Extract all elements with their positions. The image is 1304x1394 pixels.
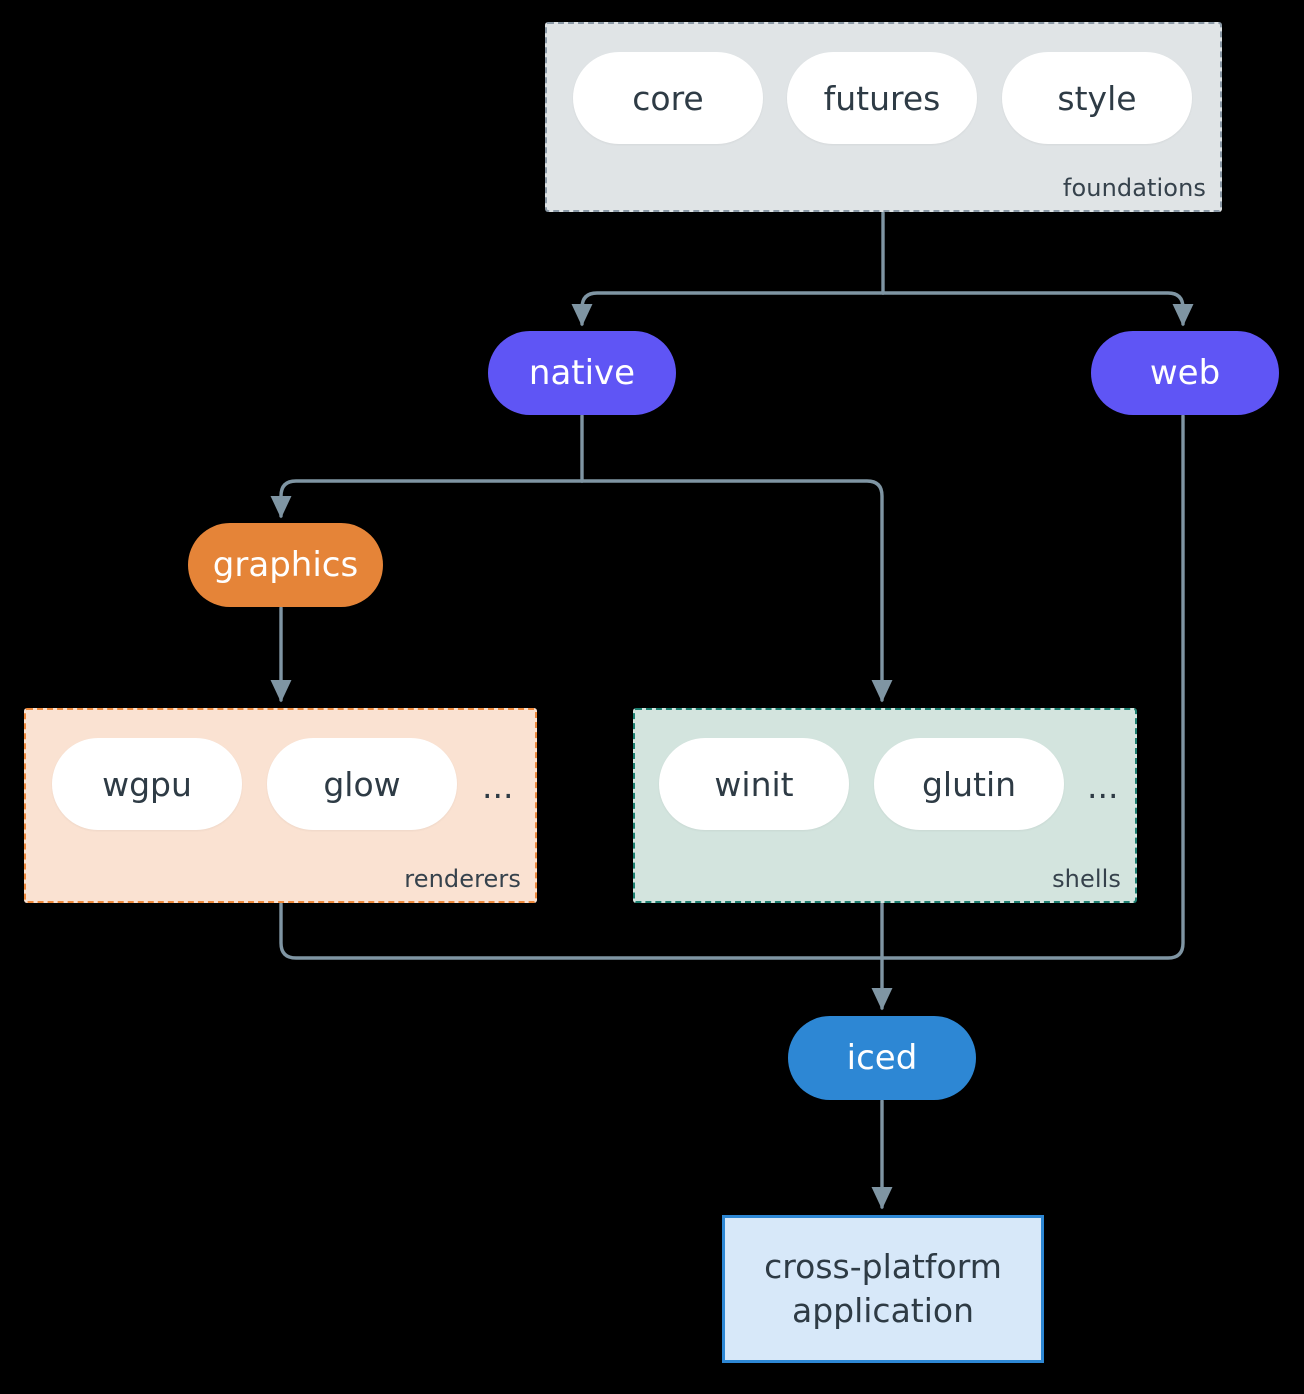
edge-renderers-to-iced xyxy=(279,902,884,960)
node-glutin-label: glutin xyxy=(921,764,1017,804)
node-native[interactable]: native xyxy=(488,331,676,415)
node-core-label: core xyxy=(632,78,704,118)
node-iced-label: iced xyxy=(846,1038,918,1078)
group-foundations-label: foundations xyxy=(1062,174,1206,202)
application-label-line2: application xyxy=(791,1291,975,1330)
group-shells-label: shells xyxy=(1052,865,1121,893)
node-iced[interactable]: iced xyxy=(788,1016,976,1100)
shells-more-ellipsis: ... xyxy=(1087,767,1119,806)
node-web-label: web xyxy=(1149,353,1221,393)
application-label-line1: cross-platform xyxy=(764,1247,1002,1287)
group-shells: winit glutin ... shells xyxy=(633,708,1137,903)
edge-foundations-to-web xyxy=(881,291,1194,327)
renderers-more-ellipsis: ... xyxy=(482,767,514,806)
node-style[interactable]: style xyxy=(1002,52,1192,144)
node-glutin[interactable]: glutin xyxy=(874,738,1064,830)
group-foundations: core futures style foundations xyxy=(545,22,1222,212)
node-cross-platform-application[interactable]: cross-platform application xyxy=(722,1215,1044,1363)
edge-native-to-shells xyxy=(580,479,893,703)
node-web[interactable]: web xyxy=(1091,331,1279,415)
node-wgpu[interactable]: wgpu xyxy=(52,738,242,830)
node-glow[interactable]: glow xyxy=(267,738,457,830)
node-wgpu-label: wgpu xyxy=(102,764,192,804)
node-native-label: native xyxy=(528,353,636,393)
group-renderers-label: renderers xyxy=(404,865,521,893)
node-graphics-label: graphics xyxy=(212,545,359,585)
node-winit-label: winit xyxy=(714,764,794,804)
node-style-label: style xyxy=(1057,78,1137,118)
group-renderers: wgpu glow ... renderers xyxy=(24,708,537,903)
node-core[interactable]: core xyxy=(573,52,763,144)
node-glow-label: glow xyxy=(323,764,401,804)
edge-foundations-to-native xyxy=(571,291,885,327)
node-futures-label: futures xyxy=(823,78,941,118)
node-futures[interactable]: futures xyxy=(787,52,977,144)
node-winit[interactable]: winit xyxy=(659,738,849,830)
edge-native-to-graphics xyxy=(270,479,584,519)
node-graphics[interactable]: graphics xyxy=(188,523,383,607)
